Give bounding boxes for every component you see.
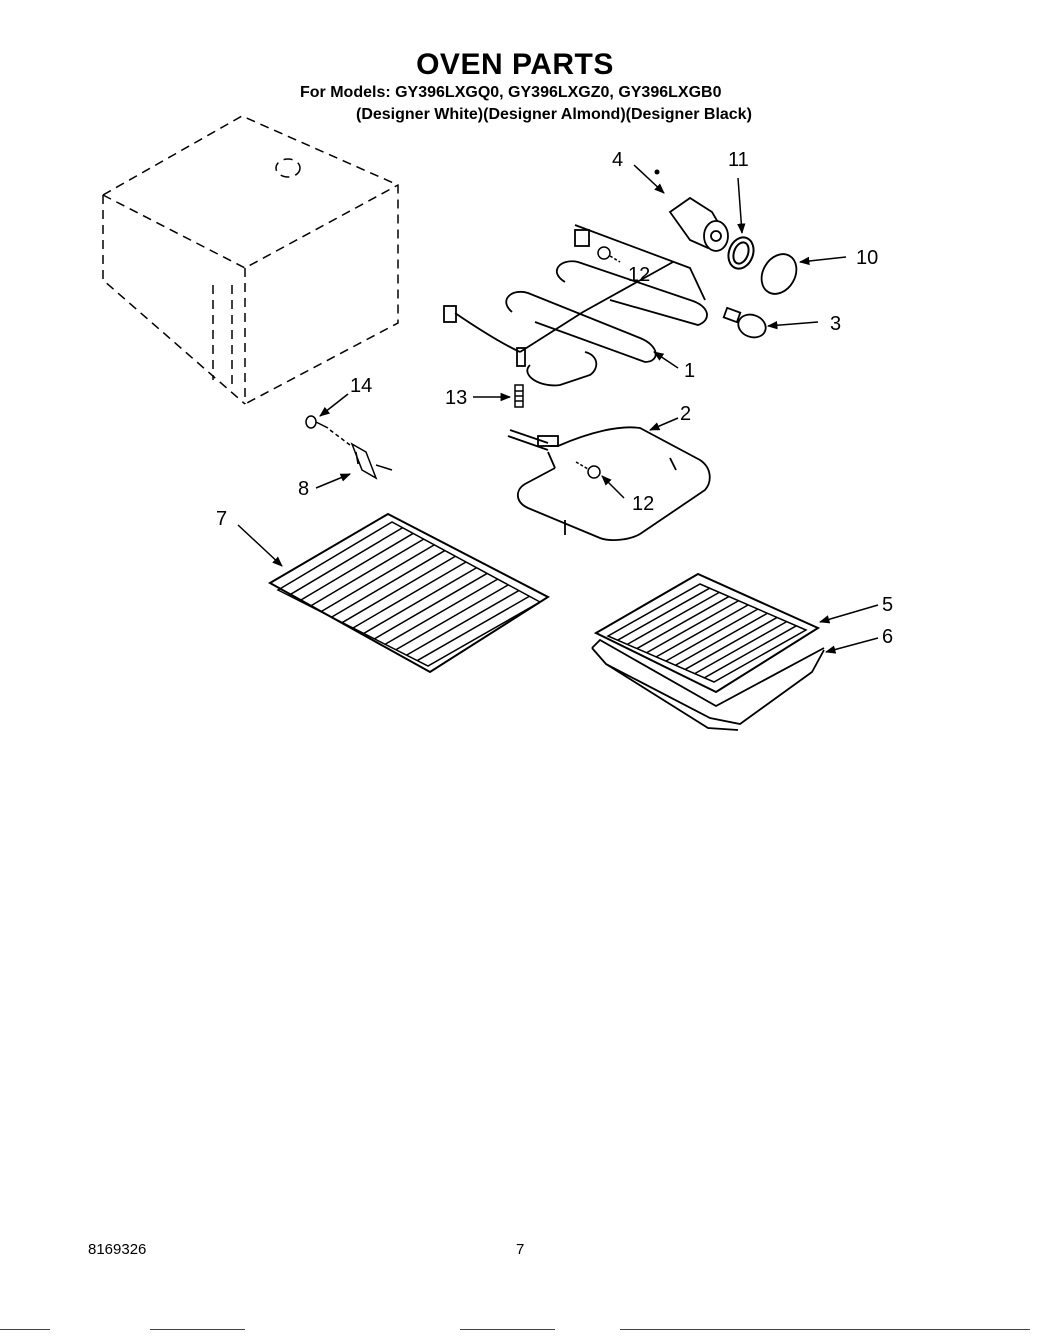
wire-bar [694,620,788,675]
bake-element [507,426,711,541]
page-number: 7 [516,1241,525,1258]
wire-bar [665,608,759,662]
scan-artifact [150,1329,245,1330]
colors-line: (Designer White)(Designer Almond)(Design… [356,106,752,123]
hole-dot [654,169,660,175]
leader-lines [237,164,879,654]
light-bulb [722,306,767,339]
lamp-socket [668,196,729,252]
wire-bar [384,578,499,645]
lamp-lens [760,253,798,295]
callout-11: 11 [728,149,749,171]
lamp-gasket [727,236,755,270]
callout-2: 2 [680,403,691,425]
wire-bar [352,561,467,629]
wire-bar [299,532,414,602]
oven-cavity-outline [102,115,399,405]
wire-bar [684,616,778,671]
broiler-grid [593,572,821,694]
callout-6: 6 [882,626,893,648]
callout-4: 4 [612,149,623,171]
callout-13: 13 [445,387,467,409]
wire-bar [675,612,768,666]
wire-bar [655,604,749,658]
screw-12-lower [575,461,601,479]
callout-1: 1 [684,360,695,382]
callout-7: 7 [216,508,227,530]
wire-bar [309,538,425,607]
screw-14 [305,415,351,446]
broil-element [443,224,708,387]
wire-bar [626,591,720,646]
callout-12-upper: 12 [628,264,650,286]
document-number: 8169326 [88,1241,147,1258]
screw-13 [514,384,524,408]
callout-12-lower: 12 [632,493,654,515]
callout-8: 8 [298,478,309,500]
wire-bar [703,625,797,679]
callout-10: 10 [856,247,878,269]
bracket [350,442,393,480]
callout-5: 5 [882,594,893,616]
wire-bar [646,600,739,654]
wire-bar [341,555,456,624]
oven-rack [267,512,551,674]
wire-bar [406,589,520,656]
wire-bar [617,587,711,641]
scan-artifact [460,1329,555,1330]
wire-bar [416,595,530,662]
page-title: OVEN PARTS [416,48,614,81]
wire-bar [288,527,403,597]
scan-artifact [620,1329,1030,1330]
broiler-pan [591,638,825,731]
wire-bar [320,544,435,613]
callout-14: 14 [350,375,372,397]
wire-bar [331,549,446,618]
scan-artifact [0,1329,50,1330]
wire-bar [636,595,730,650]
screw-12-upper [597,246,621,263]
wire-bar [363,567,477,635]
models-line: For Models: GY396LXGQ0, GY396LXGZ0, GY39… [300,84,722,101]
callout-3: 3 [830,313,841,335]
wire-bar [374,572,488,640]
wire-bar [395,584,509,651]
